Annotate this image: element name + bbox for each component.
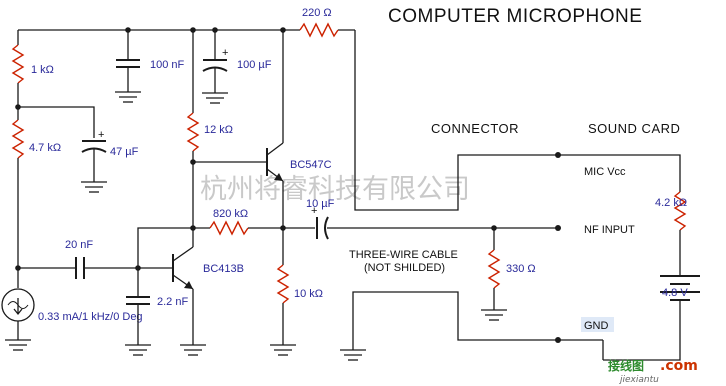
capacitor-10u-label: 10 µF [306, 198, 335, 210]
transistor-bc413b-label: BC413B [203, 263, 244, 275]
capacitor-20n-label: 20 nF [65, 239, 93, 251]
transistor-bc547c [266, 142, 284, 182]
resistor-10k-label: 10 kΩ [294, 288, 323, 300]
logo-sub-text: jiexiantu [618, 375, 659, 385]
capacitor-100u [202, 30, 228, 104]
connector-header: CONNECTOR [431, 121, 519, 136]
resistor-10k [276, 264, 290, 304]
cable-label-line2: (NOT SHILDED) [364, 262, 445, 274]
watermark-text: 杭州将睿科技有限公司 [200, 174, 470, 205]
cable-label-line1: THREE-WIRE CABLE [349, 249, 458, 261]
capacitor-100u-label: 100 µF [237, 59, 272, 71]
resistor-4k7 [11, 119, 25, 159]
current-source [1, 288, 35, 322]
capacitor-2n2-label: 2.2 nF [157, 296, 188, 308]
ground-symbol [180, 344, 206, 356]
resistor-4k2-label: 4.2 kΩ [655, 197, 687, 209]
gnd-label-highlight [581, 317, 614, 332]
resistor-4k2 [673, 191, 687, 231]
resistor-12k-label: 12 kΩ [204, 124, 233, 136]
resistor-1k-label: 1 kΩ [31, 64, 54, 76]
capacitor-100n [115, 30, 141, 103]
ground-symbol [270, 344, 296, 356]
pin-label-gnd: GND [584, 320, 609, 332]
ground-symbol [125, 344, 151, 356]
pin-label-mic-vcc: MIC Vcc [584, 166, 626, 178]
source-label: 0.33 mA/1 kHz/0 Deg [38, 311, 143, 323]
resistor-820k-label: 820 kΩ [213, 208, 248, 220]
ground-symbol [5, 339, 31, 351]
capacitor-20n [75, 257, 85, 279]
resistor-330-label: 330 Ω [506, 263, 536, 275]
logo-dotcom-text: .com [660, 358, 698, 374]
capacitor-10u-plus: + [311, 205, 317, 217]
wire-sound-card-vcc [558, 154, 681, 192]
transistor-bc547c-label: BC547C [290, 159, 332, 171]
site-logo: 接线图 .com jiexiantu [608, 358, 698, 385]
capacitor-47u-label: 47 µF [110, 146, 139, 158]
resistor-820k [209, 220, 249, 236]
logo-cn-text: 接线图 [608, 358, 644, 373]
battery-label: 4.8 V [662, 287, 688, 299]
ground-symbol [481, 309, 507, 321]
pin-label-nf-input: NF INPUT [584, 224, 635, 236]
ground-symbol [81, 181, 107, 193]
resistor-330 [487, 249, 501, 289]
capacitor-100u-plus: + [222, 47, 228, 59]
diagram-title: COMPUTER MICROPHONE [388, 6, 642, 27]
capacitor-2n2 [126, 296, 150, 305]
top-rail-wire [17, 29, 558, 211]
transistor-bc413b [172, 246, 194, 290]
sound-card-header: SOUND CARD [588, 121, 680, 136]
wire-sound-card-gnd [603, 300, 681, 361]
resistor-220-ohm [299, 22, 339, 38]
resistor-220-label: 220 Ω [302, 7, 332, 19]
capacitor-47u [81, 140, 107, 182]
capacitor-47u-plus: + [98, 129, 104, 141]
resistor-4k7-label: 4.7 kΩ [29, 142, 61, 154]
wire-bias [137, 227, 210, 268]
wire-47u [18, 106, 95, 138]
capacitor-10u [316, 216, 329, 240]
wire-ground-cable [352, 291, 558, 350]
resistor-1k [11, 44, 25, 84]
ground-symbol [340, 349, 366, 361]
resistor-12k [186, 112, 200, 152]
connector-pin-nf-input [555, 225, 561, 231]
capacitor-100n-label: 100 nF [150, 59, 185, 71]
